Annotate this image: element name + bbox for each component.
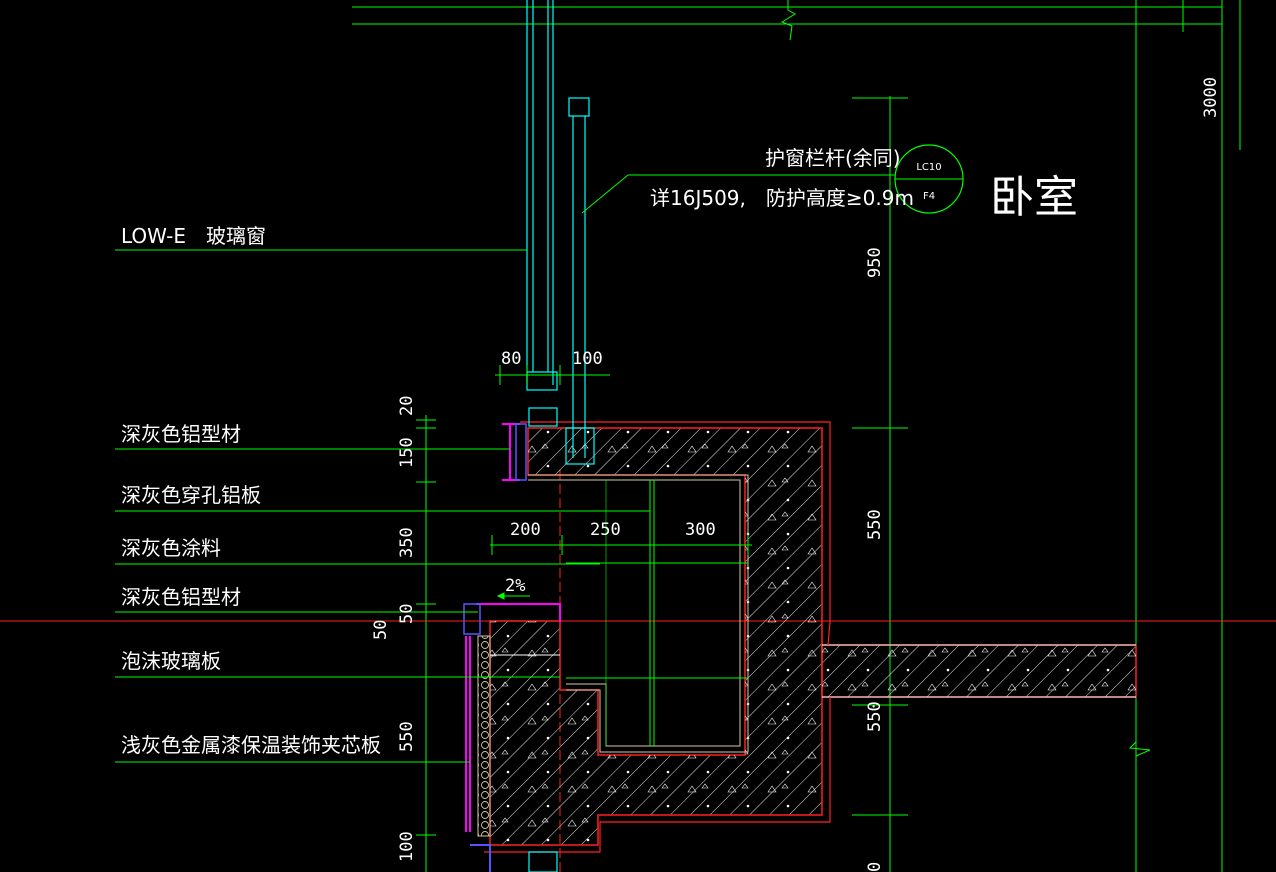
dim-200: 200 — [510, 520, 541, 540]
dimension-texts: 80 100 200 250 300 20 150 350 50 50 550 … — [371, 77, 1221, 872]
material-labels: LOW-E 玻璃窗 深灰色铝型材 深灰色穿孔铝板 深灰色涂料 深灰色铝型材 泡沫… — [121, 146, 1078, 757]
slope-label: 2% — [505, 576, 525, 596]
dim-100: 100 — [572, 349, 603, 369]
dim-v-50a: 50 — [397, 604, 417, 624]
label-lowe-window: LOW-E 玻璃窗 — [121, 224, 266, 248]
dim-v-550: 550 — [397, 721, 417, 752]
dim-v-350: 350 — [397, 527, 417, 558]
leader-lines — [115, 174, 895, 763]
aluminum-profiles — [463, 423, 561, 872]
label-sandwich-panel: 浅灰色金属漆保温装饰夹芯板 — [121, 733, 381, 757]
label-foam-glass: 泡沫玻璃板 — [121, 649, 221, 673]
callout-top-text: LC10 — [916, 162, 941, 173]
dim-r-550a: 550 — [865, 509, 885, 540]
lowe-window — [526, 0, 558, 872]
dim-300: 300 — [685, 520, 716, 540]
railing-text-line1: 护窗栏杆(余同) — [765, 146, 901, 170]
dim-80: 80 — [501, 349, 521, 369]
concrete-beam — [489, 427, 1137, 846]
dim-r-0: 0 — [865, 862, 885, 872]
dim-v-150: 150 — [397, 437, 417, 468]
label-dark-gray-aluminum-2: 深灰色铝型材 — [121, 585, 241, 609]
inner-grid — [566, 480, 748, 746]
callout-bottom-text: F4 — [923, 191, 935, 202]
label-perforated-aluminum: 深灰色穿孔铝板 — [121, 483, 261, 507]
dim-r-550b: 550 — [865, 701, 885, 732]
detail-callout: LC10 F4 — [894, 144, 964, 214]
railing-text-line2: 详16J509, 防护高度≥0.9m — [650, 186, 914, 210]
dim-v-50b: 50 — [371, 620, 391, 640]
label-dark-gray-aluminum-1: 深灰色铝型材 — [121, 422, 241, 446]
dim-r-950: 950 — [865, 247, 885, 278]
top-reference-lines — [352, 0, 1222, 41]
horizontal-dimension-lines — [490, 365, 752, 600]
label-dark-gray-paint: 深灰色涂料 — [121, 536, 221, 560]
dim-v-100: 100 — [397, 831, 417, 862]
perforated-aluminum-lining — [528, 474, 749, 753]
dim-250: 250 — [590, 520, 621, 540]
dim-r-3000: 3000 — [1201, 77, 1221, 118]
window-railing — [565, 97, 595, 465]
right-dimension-lines — [852, 0, 1241, 872]
dim-v-20: 20 — [397, 396, 417, 416]
room-name: 卧室 — [990, 172, 1078, 223]
red-outline — [484, 421, 831, 853]
left-dimension-chain — [416, 415, 436, 872]
